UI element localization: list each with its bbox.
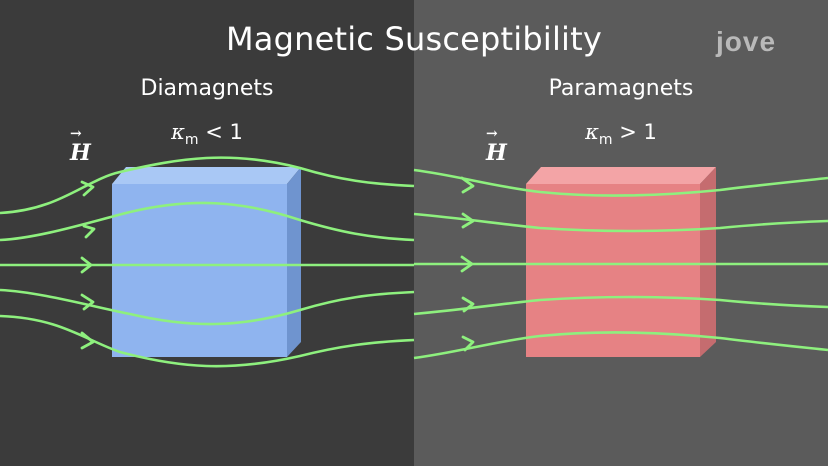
condition-inequality: < 1 xyxy=(198,120,243,144)
diamagnet-cube-side xyxy=(287,167,301,357)
field-arrow xyxy=(80,331,95,350)
paramagnets-heading: Paramagnets xyxy=(548,76,694,101)
field-arrow xyxy=(461,212,475,229)
paramagnet-field-lines xyxy=(413,168,828,360)
diamagnet-cube xyxy=(112,167,301,357)
diamagnet-field-lines xyxy=(0,156,415,368)
field-vector-label: →H xyxy=(70,126,91,166)
field-line xyxy=(413,295,828,316)
paramagnet-cube-side xyxy=(700,167,716,357)
paramagnet-field-arrows xyxy=(460,176,475,352)
condition-inequality: > 1 xyxy=(612,120,657,144)
kappa-subscript: m xyxy=(598,132,613,149)
field-arrow xyxy=(461,335,475,352)
field-line xyxy=(413,168,828,197)
paramagnet-cube xyxy=(526,167,716,357)
field-line xyxy=(0,201,415,242)
field-symbol: H xyxy=(70,140,91,166)
field-line xyxy=(413,331,828,360)
field-arrow xyxy=(460,176,475,194)
vector-arrow-icon: → xyxy=(486,126,498,142)
paramagnet-cube-top xyxy=(526,167,716,184)
diamagnet-cube-front xyxy=(112,184,287,357)
diamagnet-condition: κm < 1 xyxy=(0,120,414,148)
paramagnet-condition: κm > 1 xyxy=(414,120,828,148)
field-line xyxy=(0,156,415,215)
field-arrow xyxy=(82,224,96,239)
field-arrow xyxy=(80,293,95,311)
page-title: Magnetic Susceptibility xyxy=(225,20,603,58)
field-arrow xyxy=(80,180,95,197)
field-arrow xyxy=(461,296,475,313)
diamagnet-field-arrows xyxy=(80,180,96,350)
field-line xyxy=(0,314,415,368)
paramagnet-cube-front xyxy=(526,184,700,357)
field-line xyxy=(0,288,415,326)
field-arrow xyxy=(80,256,93,274)
field-line xyxy=(413,212,828,233)
kappa-symbol: κ xyxy=(585,120,599,144)
field-vector-label: →H xyxy=(486,126,507,166)
field-symbol: H xyxy=(486,140,507,166)
diamagnets-heading: Diamagnets xyxy=(140,76,274,101)
kappa-subscript: m xyxy=(184,132,199,149)
kappa-symbol: κ xyxy=(171,120,185,144)
vector-arrow-icon: → xyxy=(70,126,82,142)
diamagnet-cube-top xyxy=(112,167,301,184)
field-arrow xyxy=(460,255,474,273)
jove-logo: jove xyxy=(716,26,777,57)
